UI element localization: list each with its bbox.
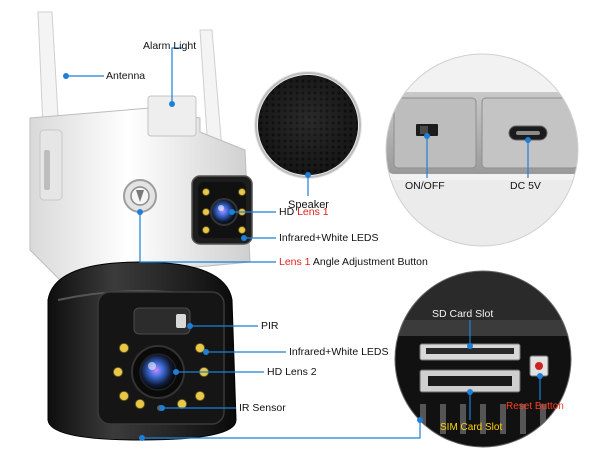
speaker-inset [254,71,362,179]
lower-dome [47,261,237,441]
reset-button-label: Reset Button [506,401,564,412]
hd-lens-2 [139,353,177,391]
infrared-white-leds-bottom [113,343,209,409]
lens1-angle-label-red: Lens 1 [279,256,311,268]
on-off-label: ON/OFF [405,180,445,192]
pir-label: PIR [261,320,279,332]
angle-adjustment-button [123,179,157,213]
hd-lens-1-label-prefix: HD [279,206,298,218]
antenna-right [199,29,223,151]
hd-lens-2-label: HD Lens 2 [267,366,317,378]
alarm-light-label: Alarm Light [143,40,197,52]
hd-lens-1-label-red: Lens 1 [297,206,329,218]
speaker-label: Speaker [288,199,329,211]
lens1-angle-label: Lens 1 Angle Adjustment Button [279,256,428,268]
dc-5v-label: DC 5V [510,180,541,192]
lens-1-module [191,175,253,245]
ir-sensor-label: IR Sensor [239,402,286,414]
infrared-white-leds-bottom-label: Infrared+White LEDS [289,346,389,358]
sim-card-slot-label: SIM Card Slot [440,422,503,433]
antenna-label: Antenna [106,70,146,82]
lens1-angle-label-suffix: Angle Adjustment Button [310,256,428,268]
leader-lines [66,47,541,439]
hd-lens-1-label: HD Lens 1 [279,206,329,218]
infrared-white-leds-top-label: Infrared+White LEDS [279,232,379,244]
pir-sensor [133,307,191,335]
sd-card-slot-label: SD Card Slot [432,308,494,320]
leader-dots [63,73,543,441]
port-inset [386,54,578,246]
